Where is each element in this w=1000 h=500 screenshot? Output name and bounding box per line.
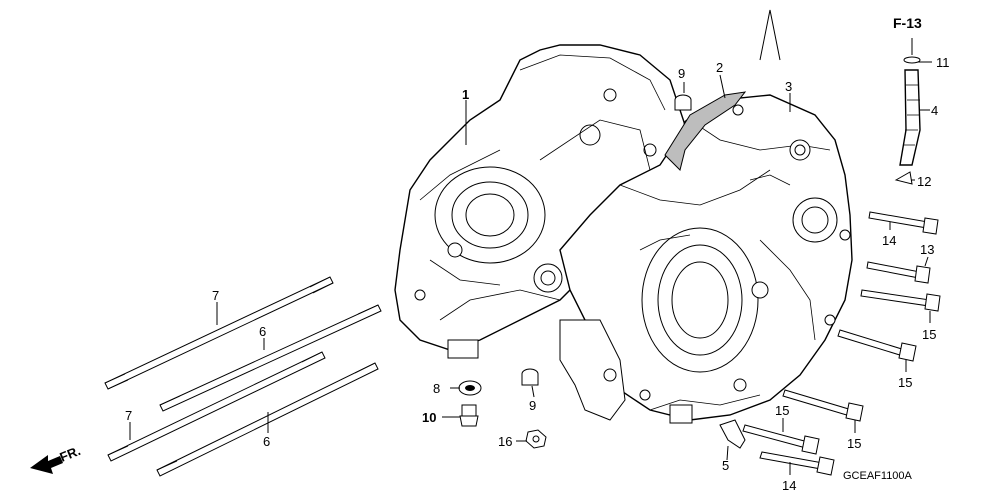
- dowel-pin-lower: [521, 368, 539, 386]
- flange-bolts: [742, 211, 941, 476]
- callout-15d: 15: [775, 403, 789, 418]
- leader-lines: [129, 9, 932, 475]
- callout-6b: 6: [263, 434, 270, 449]
- callout-7a: 7: [212, 288, 219, 303]
- callout-15c: 15: [847, 436, 861, 451]
- tube-clip-lower: [894, 171, 913, 185]
- callout-5: 5: [722, 458, 729, 473]
- flange-nut: [525, 429, 547, 449]
- callout-9a: 9: [678, 66, 685, 81]
- dowel-pin-upper: [674, 94, 692, 111]
- drain-bolt: [459, 404, 479, 427]
- callout-2: 2: [716, 60, 723, 75]
- callout-15a: 15: [922, 327, 936, 342]
- callout-1: 1: [462, 87, 469, 102]
- callout-3: 3: [785, 79, 792, 94]
- callout-14a: 14: [882, 233, 896, 248]
- callout-16: 16: [498, 434, 512, 449]
- callout-13: 13: [920, 242, 934, 257]
- right-crankcase: [559, 94, 853, 424]
- reference-code: F-13: [893, 15, 922, 31]
- front-direction-arrow: [30, 455, 63, 474]
- callout-11: 11: [936, 55, 950, 70]
- callout-12: 12: [917, 174, 931, 189]
- stud-bolts: [104, 276, 382, 477]
- callout-6a: 6: [259, 324, 266, 339]
- callout-8: 8: [433, 381, 440, 396]
- callout-10: 10: [422, 410, 436, 425]
- callout-7b: 7: [125, 408, 132, 423]
- drawing-code: GCEAF1100A: [843, 470, 913, 482]
- washer: [458, 380, 482, 396]
- front-label: FR.: [58, 443, 83, 465]
- crankcase-gasket: [664, 91, 747, 171]
- left-crankcase: [394, 44, 691, 359]
- callout-4: 4: [931, 103, 938, 118]
- callout-14b: 14: [782, 478, 796, 493]
- callout-15b: 15: [898, 375, 912, 390]
- callout-9b: 9: [529, 398, 536, 413]
- tube-clip-upper: [903, 56, 921, 64]
- breather-tube: [899, 69, 921, 166]
- hose-clamp: [719, 419, 746, 449]
